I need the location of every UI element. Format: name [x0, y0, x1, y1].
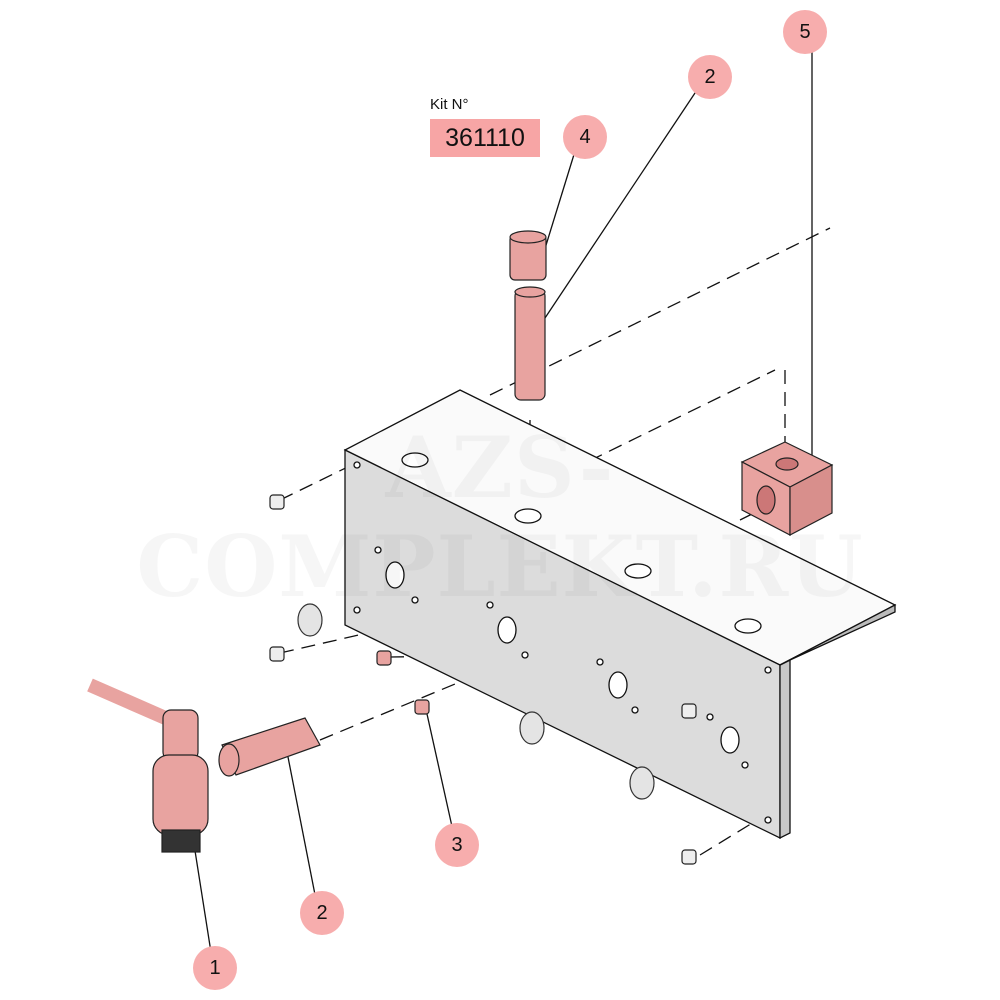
valve-handle-part-1 — [87, 678, 209, 853]
callout-3: 3 — [435, 823, 479, 867]
callout-2-upper: 2 — [688, 55, 732, 99]
block-part-5 — [740, 441, 834, 536]
sleeve-part-2-upper — [514, 286, 546, 401]
kit-label: Kit N° — [430, 96, 469, 113]
callout-5: 5 — [783, 10, 827, 54]
sleeve-part-2-lower — [218, 717, 321, 777]
nut-part-4 — [509, 230, 547, 281]
callout-4: 4 — [563, 115, 607, 159]
leader-lines — [192, 35, 813, 966]
mounting-plate — [343, 389, 897, 840]
watermark: AZS-COMPLEKT.RU — [45, 418, 955, 616]
washers — [297, 603, 655, 800]
kit-number: 361110 — [430, 119, 540, 157]
callout-2-lower: 2 — [300, 891, 344, 935]
screws — [269, 494, 697, 865]
callout-1: 1 — [193, 946, 237, 990]
